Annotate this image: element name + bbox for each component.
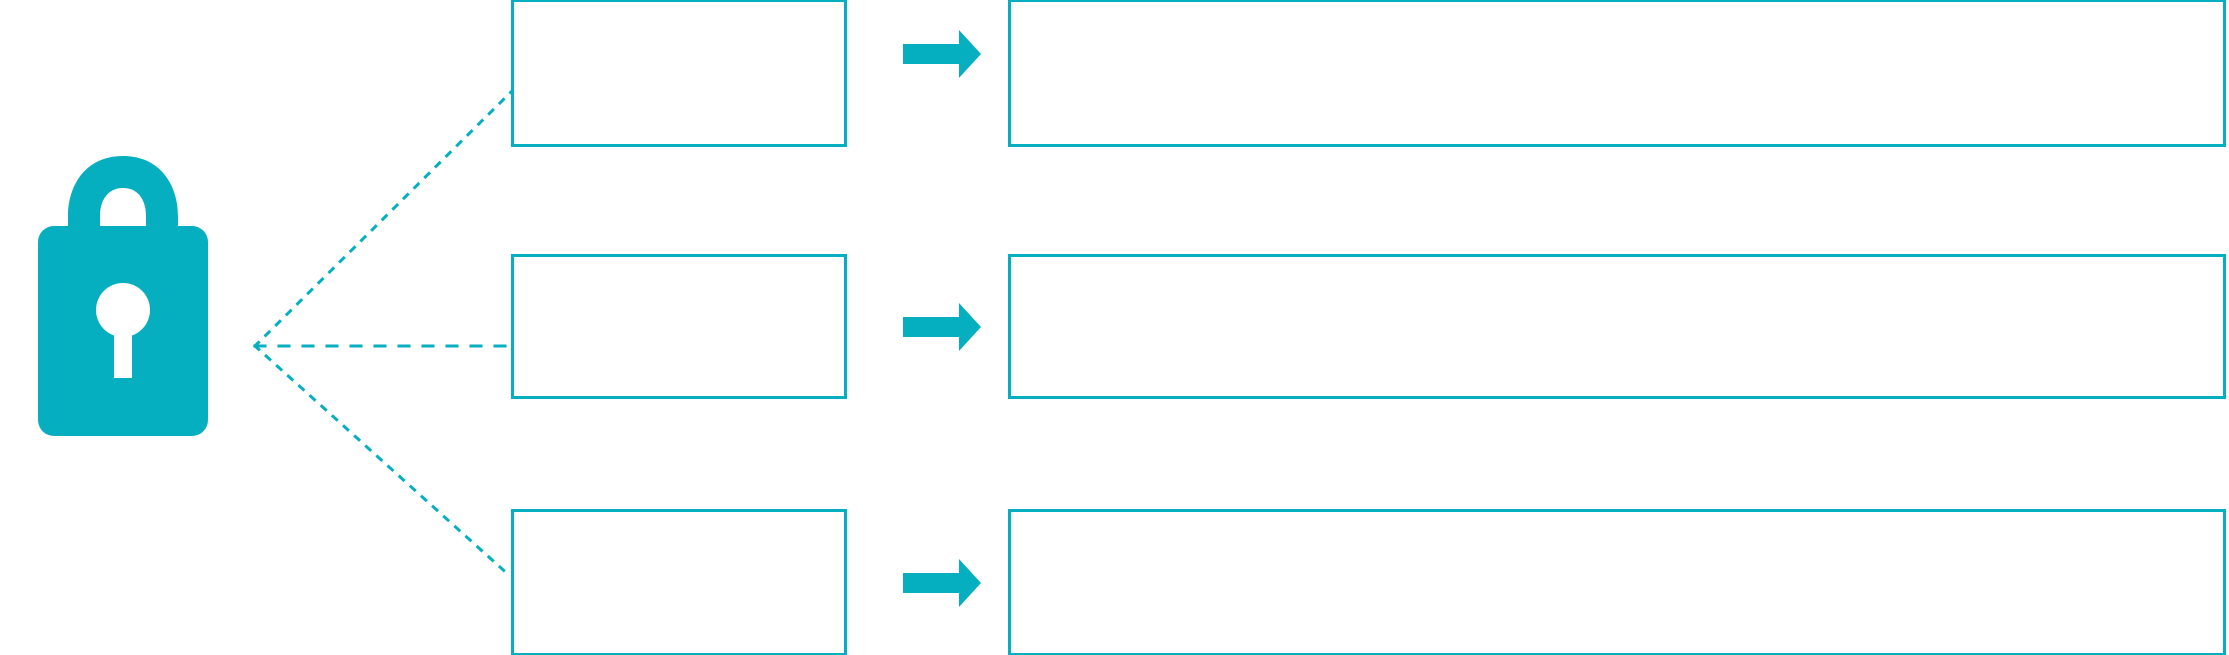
outcome-box-3-label (1011, 512, 2223, 532)
outcome-box-1-label (1011, 2, 2223, 22)
arrow-right-icon (903, 558, 981, 607)
outcome-box-3[interactable] (1008, 509, 2226, 655)
arrow-right-icon (903, 30, 981, 78)
condition-box-3[interactable] (511, 509, 847, 655)
outcome-box-2-label (1011, 257, 2223, 277)
flow-row (0, 509, 2229, 655)
condition-box-1[interactable] (511, 0, 847, 147)
flow-row (0, 254, 2229, 399)
condition-box-2-label (514, 257, 844, 277)
padlock-glyph (38, 156, 208, 436)
outcome-box-2[interactable] (1008, 254, 2226, 399)
arrow-right-icon (903, 302, 981, 351)
padlock-icon (28, 148, 218, 448)
outcome-box-1[interactable] (1008, 0, 2226, 147)
flow-row (0, 0, 2229, 147)
condition-box-2[interactable] (511, 254, 847, 399)
condition-box-1-label (514, 2, 844, 22)
condition-box-3-label (514, 512, 844, 532)
